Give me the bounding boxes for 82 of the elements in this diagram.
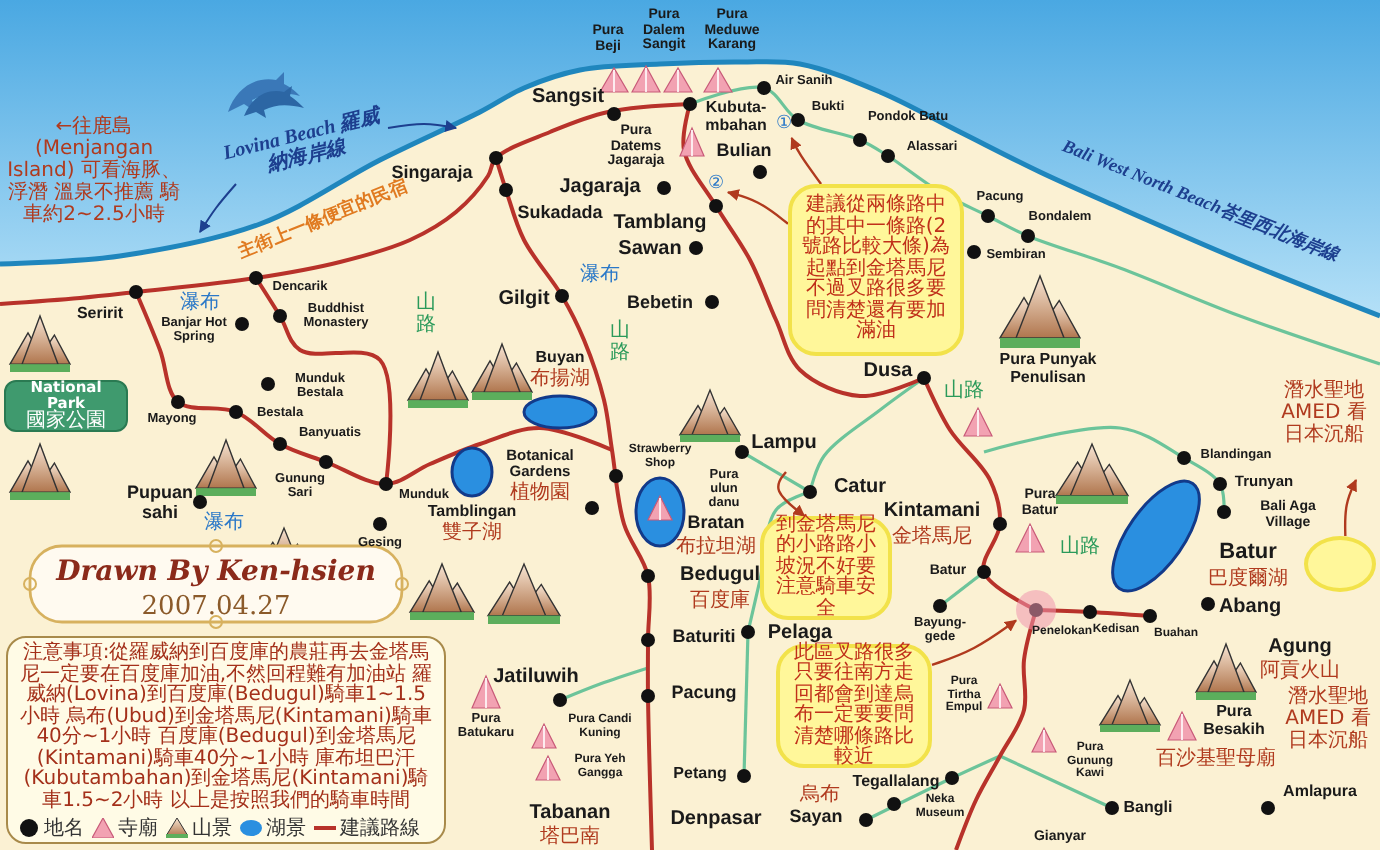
place-label: Amlapura [1283, 784, 1357, 802]
place-label: 阿貢火山 [1260, 660, 1340, 682]
place-label: Lampu [751, 432, 817, 454]
place-label: Jatiluwih [493, 666, 579, 688]
place-label: Tamblang [613, 212, 707, 234]
note-text: ←往鹿島 (Menjangan Island) 可看海豚、浮潛 溫泉不推薦 騎車約2~2.5小時 [5, 116, 183, 226]
legend-label: 地名 [44, 815, 84, 842]
place-label: Jagaraja [559, 176, 641, 198]
note-text: 潛水聖地 AMED 看日本沉船 [1283, 686, 1373, 752]
arrow [726, 189, 789, 225]
note-text: 注意事項:從羅威納到百度庫的農莊再去金塔馬尼一定要在百度庫加油,不然回程難有加油站 羅威納(Lovina)到百度庫(Bedugul)騎車1~1.5小時 烏布(Ubud)到金塔馬尼(Kintamani)騎車40分~1小時 百度庫(Bedugul)到金塔馬尼(Kintamani)騎車40分~1小時 庫布坦巴汗(Kubutambahan)到金塔馬尼(Kintamani)騎車1.5~2小時 以上是按照我們的騎車時間 [17, 644, 435, 812]
note-bubble [1304, 536, 1376, 592]
place-label: Baturiti [672, 628, 736, 648]
place-label: Buyan [535, 350, 585, 367]
place-label: 百度庫 [690, 590, 750, 612]
note-bubble [788, 184, 964, 356]
place-label: Abang [1218, 596, 1282, 618]
sign-label: 國家公園 [26, 411, 106, 433]
arrow [931, 619, 1017, 666]
date-label: 2007.04.27 [141, 594, 291, 623]
legend-label: 寺廟 [118, 815, 158, 842]
note-bubble [760, 516, 892, 620]
place-label: Petang [673, 766, 727, 784]
park-sign [4, 380, 128, 432]
place-label: Sayan [789, 808, 843, 828]
arrow [1343, 478, 1358, 537]
place-label: Bebetin [627, 294, 693, 314]
author-credit: Drawn By Ken-hsien [56, 558, 376, 589]
note-bubble [776, 644, 932, 768]
place-label: Tabanan [529, 802, 611, 824]
place-label: Catur [833, 476, 887, 498]
place-label: Singaraja [391, 164, 473, 182]
place-label: 植物園 [510, 482, 570, 504]
place-label: Kubuta-mbahan [703, 100, 769, 136]
road-label: 山路 [416, 292, 436, 336]
place-label: Bratan [687, 514, 745, 534]
waterfall-label: 瀑布 [204, 512, 244, 534]
place-label: 布揚湖 [530, 368, 590, 390]
place-label: Bulian [716, 142, 772, 162]
place-label: Sukadada [517, 204, 603, 224]
legend-label: 山景 [192, 815, 232, 842]
note-text: 到金塔馬尼的小路路小坡況不好要注意騎車安全 [774, 515, 878, 621]
place-label: Sawan [618, 238, 682, 260]
place-label: Pacung [671, 684, 737, 704]
place-label: Dusa [863, 360, 913, 382]
note-text: 建議從兩條路中的其中一條路(2號路比較大條)為起點到金塔馬尼不過叉路很多要問清楚還有要加滿油 [800, 196, 952, 344]
temple-label: 百沙基聖母廟 [1156, 748, 1276, 770]
road-label: 山路 [944, 380, 984, 402]
place-label: 布拉坦湖 [676, 536, 756, 558]
place-label: Bangli [1123, 800, 1173, 818]
arrow [790, 136, 823, 185]
place-label: 巴度爾湖 [1208, 568, 1288, 590]
place-label: Gilgit [498, 288, 550, 310]
arrow [777, 471, 806, 517]
waterfall-label: 瀑布 [580, 264, 620, 286]
place-label: Denpasar [670, 808, 762, 830]
place-label: 雙子湖 [442, 522, 502, 544]
place-label: Kintamani [883, 500, 981, 522]
place-label: Pelaga [767, 622, 833, 644]
info-panel [6, 636, 446, 844]
waterfall-label: 瀑布 [180, 292, 220, 314]
place-label: Agung [1268, 636, 1332, 658]
coast-label: Lovina Beach 羅威納海岸線 [221, 105, 384, 181]
legend-label: 湖景 [266, 815, 306, 842]
route-number: ② [707, 176, 725, 196]
place-label: 烏布 [800, 784, 840, 806]
place-label: Tamblingan [427, 504, 517, 521]
route-number: ① [775, 116, 793, 136]
place-label: Seririt [76, 306, 124, 324]
road-label: 主街上一條便宜的民宿 [236, 179, 411, 265]
place-label: Pupuan sahi [126, 484, 194, 524]
road-label: 山路 [610, 320, 630, 364]
place-label: 金塔馬尼 [892, 526, 972, 548]
road-label: 山路 [1060, 536, 1100, 558]
note-text: 潛水聖地 AMED 看日本沉船 [1279, 380, 1369, 446]
note-text: 此區叉路很多只要往南方走回都會到達烏布一定要要問清楚哪條路比較近 [794, 643, 916, 769]
temple-label: Pura Besakih [1201, 704, 1267, 740]
legend-label: 建議路線 [340, 815, 420, 842]
place-label: Batur [1219, 540, 1277, 565]
temple-label: Pura Punyak Penulisan [997, 352, 1099, 388]
place-label: 塔巴南 [540, 826, 600, 848]
place-label: Sangsit [531, 86, 605, 108]
